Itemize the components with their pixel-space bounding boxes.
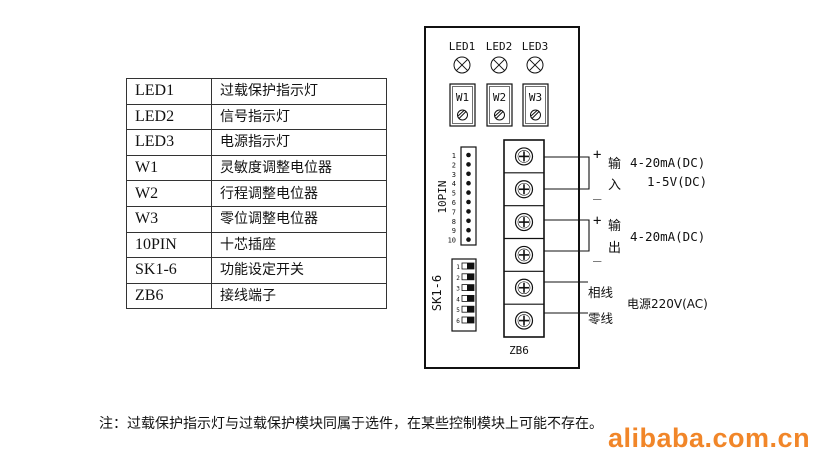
terminal-screw-icon <box>514 245 534 265</box>
power-spec: 电源220V(AC) <box>627 297 708 311</box>
ten-pin-label: 10PIN <box>436 180 449 213</box>
sk-number: 4 <box>456 296 460 303</box>
sk-number: 6 <box>456 318 460 325</box>
terminal-list <box>504 147 544 330</box>
output-wiring <box>544 219 590 252</box>
live-label: 相线 <box>588 285 614 300</box>
pin-number: 1 <box>452 152 456 160</box>
output-plus: + <box>593 213 601 229</box>
neutral-label: 零线 <box>588 311 614 326</box>
sk-label: SK1-6 <box>430 275 444 311</box>
sk-number: 5 <box>456 307 460 314</box>
led2-label: LED2 <box>486 40 513 53</box>
terminal-screw-icon <box>514 180 534 199</box>
module-diagram: LED1 LED2 LED3 W1 W2 W3 <box>424 26 708 369</box>
pin-dot <box>466 171 471 177</box>
pin-list: 12 34 567 89 10 <box>448 152 471 245</box>
output-label-bottom: 出 <box>608 241 621 256</box>
input-label-top: 输 <box>608 156 621 172</box>
legend-code: 10PIN <box>126 231 212 259</box>
sk-switch-lever <box>467 284 474 291</box>
sk-number: 1 <box>456 264 460 271</box>
pin-number: 3 <box>452 171 456 179</box>
pin-number: 6 <box>452 199 456 207</box>
pin-dot <box>466 237 471 242</box>
pin-dot <box>466 209 471 214</box>
legend-desc: 接线端子 <box>211 282 387 310</box>
w3-potentiometer: W3 <box>522 83 549 127</box>
pin-number: 4 <box>452 180 456 188</box>
pin-number: 8 <box>452 218 456 226</box>
led3-lamp-icon <box>526 56 544 74</box>
w2-label: W2 <box>493 91 506 104</box>
output-spec-current: 4-20mA(DC) <box>630 229 705 244</box>
input-plus: + <box>593 147 601 163</box>
input-minus: _ <box>593 184 602 200</box>
input-spec-voltage: 1-5V(DC) <box>647 174 707 189</box>
zb6-terminal-block: ZB6 <box>503 139 545 357</box>
pin-dot <box>466 190 471 195</box>
legend-desc: 十芯插座 <box>211 231 387 259</box>
sk-number: 3 <box>456 286 460 293</box>
pin-dot <box>466 162 471 167</box>
sk-switch-list: 1 2 3 4 5 6 <box>456 262 475 325</box>
sk-dip-switch: SK1-6 1 2 3 4 5 6 <box>430 258 477 332</box>
w1-potentiometer: W1 <box>449 83 476 127</box>
led1-lamp-icon <box>453 56 471 74</box>
pin-dot <box>466 227 471 233</box>
w3-adjust-screw-icon <box>530 109 541 121</box>
terminal-screw-icon <box>514 212 534 232</box>
terminal-screw-icon <box>514 278 534 297</box>
legend-code: SK1-6 <box>126 257 212 284</box>
output-minus: _ <box>593 246 602 262</box>
pin-dot <box>466 199 471 205</box>
sk-switch-lever <box>467 273 474 280</box>
w3-label: W3 <box>529 91 542 104</box>
pin-number: 9 <box>452 227 456 235</box>
sk-switch-lever <box>467 295 474 302</box>
legend-code: W3 <box>126 205 212 233</box>
ten-pin-socket: 10PIN 12 34 567 89 10 <box>436 146 477 246</box>
zb6-label: ZB6 <box>509 344 529 357</box>
pin-number: 10 <box>448 237 456 245</box>
legend-desc: 过载保护指示灯 <box>211 78 387 105</box>
w1-label: W1 <box>456 91 469 104</box>
pin-dot <box>466 152 471 158</box>
input-spec-current: 4-20mA(DC) <box>630 155 705 170</box>
legend-desc: 灵敏度调整电位器 <box>211 154 387 182</box>
input-wiring <box>544 156 590 190</box>
legend-code: ZB6 <box>126 282 212 310</box>
terminal-screw-icon <box>514 311 534 330</box>
pin-number: 7 <box>452 208 456 216</box>
pin-number: 5 <box>452 190 456 198</box>
footnote: 注：过载保护指示灯与过载保护模块同属于选件，在某些控制模块上可能不存在。 <box>99 416 603 432</box>
output-label-top: 输 <box>608 218 621 234</box>
pin-dot <box>466 218 471 224</box>
sk-switch-lever <box>467 263 474 269</box>
legend-code: W2 <box>126 180 212 207</box>
watermark-logo: alibaba.com.cn <box>608 423 811 453</box>
led2-lamp-icon <box>490 56 508 74</box>
sk-switch-lever <box>467 306 474 313</box>
led3-label: LED3 <box>522 40 549 53</box>
w2-potentiometer: W2 <box>486 83 513 127</box>
w1-adjust-screw-icon <box>457 109 468 121</box>
sk-number: 2 <box>456 275 460 282</box>
terminal-screw-icon <box>514 147 534 166</box>
pin-number: 2 <box>452 161 456 169</box>
w2-adjust-screw-icon <box>494 109 505 121</box>
module-housing <box>424 26 580 369</box>
led1-label: LED1 <box>449 40 476 53</box>
pin-dot <box>466 180 471 186</box>
sk-switch-lever <box>467 317 474 323</box>
input-label-bottom: 入 <box>608 178 621 193</box>
